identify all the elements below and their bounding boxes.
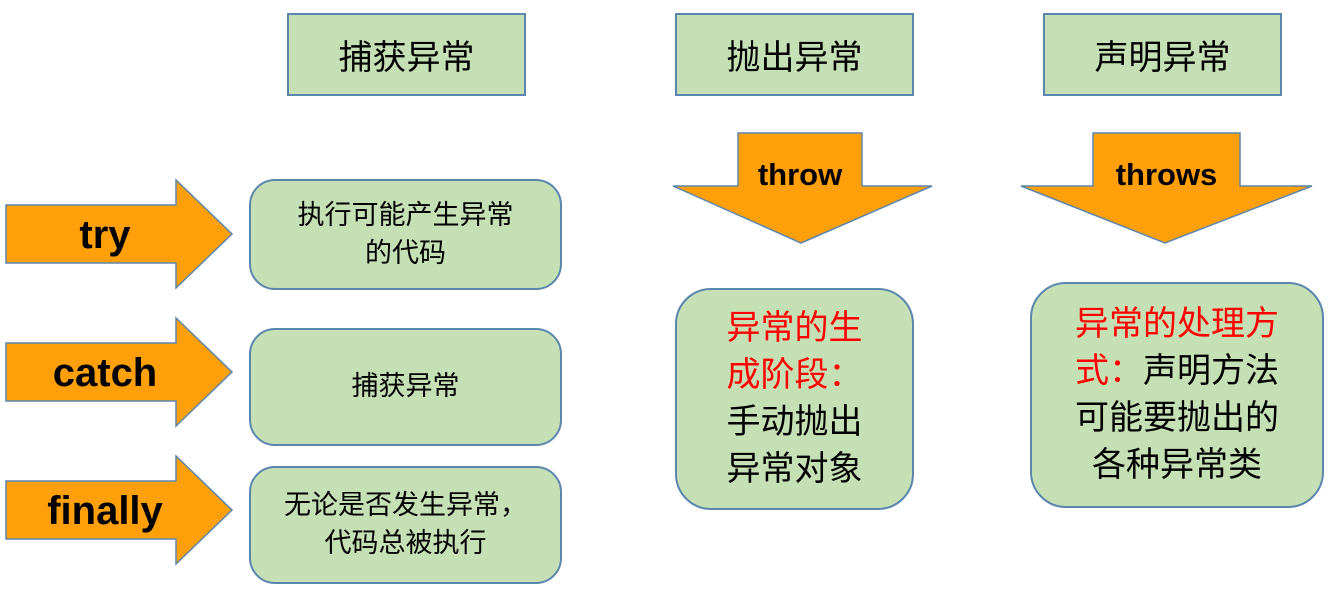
- catch-keyword: catch: [52, 351, 158, 395]
- finally-description-box: 无论是否发生异常， 代码总被执行: [249, 466, 562, 584]
- try-keyword: try: [79, 213, 131, 257]
- throw-phase-line2: 成阶段：: [726, 355, 863, 395]
- header-throw-label: 抛出异常: [726, 38, 863, 78]
- throw-phase-line1: 异常的生: [726, 308, 863, 348]
- throw-desc-line2: 异常对象: [726, 449, 863, 489]
- throw-keyword: throw: [757, 157, 843, 192]
- try-arrow-icon: [5, 178, 234, 290]
- finally-description-line2: 代码总被执行: [324, 528, 487, 559]
- throws-keyword: throws: [1115, 157, 1218, 192]
- throw-description-box: 异常的生 成阶段： 手动抛出 异常对象: [675, 288, 914, 510]
- header-catch-label: 捕获异常: [338, 38, 475, 78]
- header-throw-exception: 抛出异常: [675, 13, 914, 96]
- try-description-line1: 执行可能产生异常: [297, 199, 514, 231]
- finally-arrow-icon: [5, 454, 234, 566]
- throws-handling-line1: 异常的处理方: [1075, 304, 1279, 344]
- finally-description-line1: 无论是否发生异常，: [284, 490, 527, 521]
- throws-desc-line1: 可能要抛出的: [1075, 398, 1279, 438]
- catch-description: 捕获异常: [351, 371, 460, 402]
- finally-keyword: finally: [47, 489, 163, 533]
- throws-description-box: 异常的处理方 式：声明方法 可能要抛出的 各种异常类: [1030, 282, 1324, 508]
- throws-arrow-icon: [1020, 132, 1313, 244]
- throws-handling-prefix: 式：: [1075, 351, 1143, 391]
- header-declare-exception: 声明异常: [1043, 13, 1282, 96]
- try-description-line2: 的代码: [365, 237, 446, 269]
- catch-arrow-icon: [5, 316, 234, 428]
- throws-handling-suffix: 声明方法: [1143, 351, 1279, 391]
- header-catch-exception: 捕获异常: [287, 13, 526, 96]
- throw-arrow-icon: [672, 132, 933, 244]
- catch-description-box: 捕获异常: [249, 328, 562, 446]
- header-declare-label: 声明异常: [1094, 38, 1231, 78]
- try-description-box: 执行可能产生异常 的代码: [249, 179, 562, 290]
- throws-desc-line2: 各种异常类: [1092, 445, 1262, 485]
- throws-handling-line2: 式：声明方法: [1075, 348, 1279, 395]
- throw-desc-line1: 手动抛出: [726, 402, 863, 442]
